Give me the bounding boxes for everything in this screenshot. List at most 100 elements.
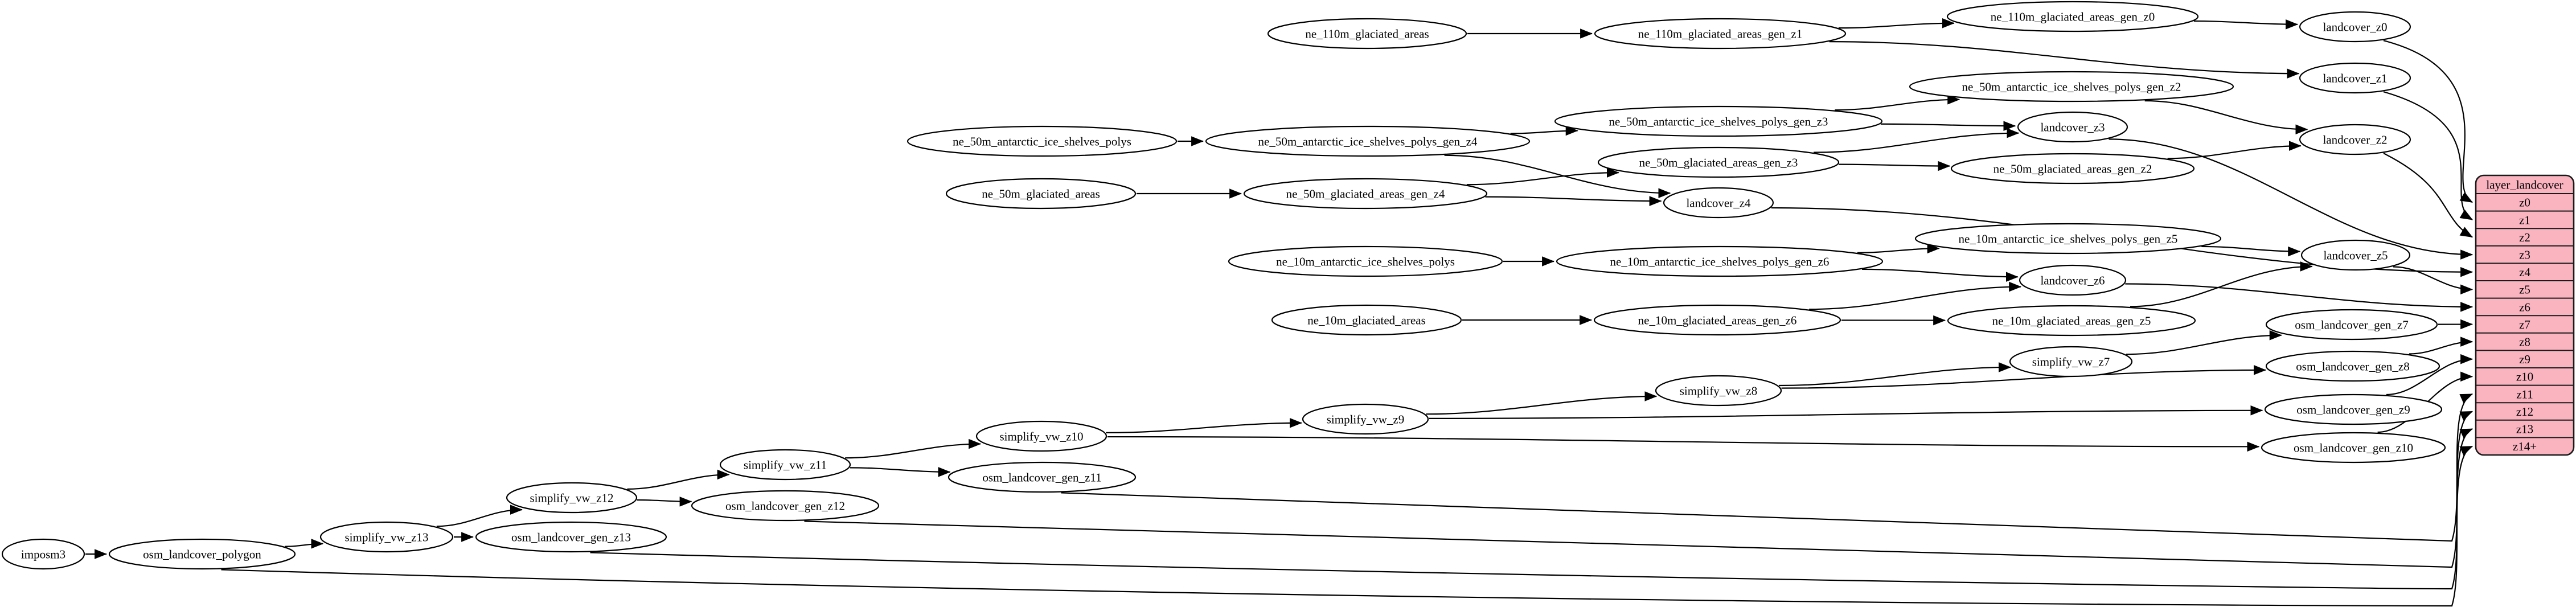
table-row-label: z7	[2519, 318, 2530, 331]
node-simplify_vw_z10: simplify_vw_z10	[975, 420, 1107, 452]
node-ne_10m_antarctic_ice_shelves_polys_gen_z6: ne_10m_antarctic_ice_shelves_polys_gen_z…	[1556, 245, 1884, 277]
table-row-z7: z7	[2519, 318, 2530, 331]
node-landcover_z3: landcover_z3	[2017, 111, 2128, 143]
edge-ne_50m_glaciated_areas_gen_z3-to-ne_50m_glaciated_areas_gen_z2	[1839, 161, 1951, 171]
node-simplify_vw_z13: simplify_vw_z13	[319, 521, 454, 553]
table-row-label: z10	[2516, 370, 2533, 384]
node-label: landcover_z1	[2323, 71, 2387, 85]
node-ellipse	[945, 178, 1137, 210]
node-ne_10m_antarctic_ice_shelves_polys: ne_10m_antarctic_ice_shelves_polys	[1228, 245, 1503, 277]
edge-ne_10m_antarctic_ice_shelves_polys_gen_z6-to-ne_10m_antarctic_ice_shelves_polys_gen_z5	[1857, 243, 1940, 254]
node-ne_50m_glaciated_areas: ne_50m_glaciated_areas	[945, 178, 1137, 210]
node-ellipse	[1597, 146, 1840, 178]
node-ne_50m_antarctic_ice_shelves_polys: ne_50m_antarctic_ice_shelves_polys	[906, 125, 1178, 157]
node-osm_landcover_gen_z9: osm_landcover_gen_z9	[2264, 393, 2443, 425]
node-label: osm_landcover_gen_z13	[511, 530, 631, 544]
node-ellipse	[2019, 264, 2127, 296]
node-label: osm_landcover_gen_z11	[982, 470, 1101, 484]
table-row-z14plus: z14+	[2513, 440, 2537, 453]
table-row-label: z13	[2516, 422, 2533, 436]
node-label: ne_10m_glaciated_areas_gen_z5	[1992, 314, 2151, 327]
node-label: ne_10m_antarctic_ice_shelves_polys	[1276, 255, 1455, 268]
edge-ne_110m_glaciated_areas_gen_z1-to-landcover_z1	[1829, 41, 2300, 79]
node-ellipse	[1554, 105, 1883, 137]
node-ellipse	[1271, 304, 1462, 336]
node-label: simplify_vw_z11	[744, 458, 827, 471]
edge-landcover_z6-to-row-z6	[2125, 283, 2474, 312]
edge-simplify_vw_z8-to-osm_landcover_gen_z8	[1781, 365, 2266, 389]
edge-landcover_z2-to-row-z2	[2383, 153, 2473, 238]
node-osm_landcover_polygon: osm_landcover_polygon	[108, 538, 296, 570]
table-row-z10: z10	[2516, 370, 2533, 384]
node-osm_landcover_gen_z12: osm_landcover_gen_z12	[691, 490, 880, 522]
node-label: ne_50m_antarctic_ice_shelves_polys_gen_z…	[1609, 114, 1828, 128]
node-ellipse	[691, 490, 880, 522]
edge-ne_50m_antarctic_ice_shelves_polys_gen_z2-to-landcover_z2	[2144, 100, 2308, 135]
table-row-label: z8	[2519, 335, 2530, 348]
node-ellipse	[1267, 18, 1467, 50]
node-landcover_z0: landcover_z0	[2299, 11, 2411, 43]
node-label: landcover_z5	[2323, 248, 2388, 262]
node-landcover_z1: landcover_z1	[2299, 62, 2411, 94]
node-ne_50m_glaciated_areas_gen_z2: ne_50m_glaciated_areas_gen_z2	[1950, 153, 2195, 184]
node-ellipse	[2299, 62, 2411, 94]
edge-ne_50m_glaciated_areas_gen_z3-to-landcover_z3	[1814, 128, 2020, 153]
node-simplify_vw_z12: simplify_vw_z12	[506, 482, 638, 514]
node-ne_50m_glaciated_areas_gen_z3: ne_50m_glaciated_areas_gen_z3	[1597, 146, 1840, 178]
edge-osm_landcover_polygon-to-simplify_vw_z13	[285, 539, 324, 549]
table-row-label: z1	[2519, 213, 2530, 227]
node-ne_10m_glaciated_areas_gen_z5: ne_10m_glaciated_areas_gen_z5	[1947, 305, 2196, 337]
node-ne_10m_glaciated_areas: ne_10m_glaciated_areas	[1271, 304, 1462, 336]
node-label: ne_10m_glaciated_areas_gen_z6	[1638, 313, 1797, 327]
node-ellipse	[1950, 153, 2195, 184]
node-label: ne_50m_glaciated_areas	[982, 187, 1100, 200]
edge-ne_50m_antarctic_ice_shelves_polys_gen_z3-to-ne_50m_antarctic_ice_shelves_polys_gen_z2	[1835, 94, 1960, 111]
table-row-label: z11	[2516, 387, 2533, 401]
table-row-z1: z1	[2519, 213, 2530, 227]
node-ellipse	[108, 538, 296, 570]
node-simplify_vw_z11: simplify_vw_z11	[719, 449, 851, 481]
node-ne_110m_glaciated_areas: ne_110m_glaciated_areas	[1267, 18, 1467, 50]
edge-ne_50m_antarctic_ice_shelves_polys_gen_z4-to-landcover_z4	[1444, 154, 1671, 198]
edge-landcover_z1-to-row-z1	[2383, 91, 2473, 220]
node-ellipse	[1594, 18, 1847, 50]
table-row-label: z6	[2519, 300, 2530, 314]
node-label: ne_110m_glaciated_areas_gen_z0	[1991, 10, 2155, 23]
node-ne_50m_antarctic_ice_shelves_polys_gen_z4: ne_50m_antarctic_ice_shelves_polys_gen_z…	[1205, 125, 1531, 157]
table-layer-landcover: layer_landcoverz0z1z2z3z4z5z6z7z8z9z10z1…	[2475, 174, 2575, 456]
node-label: osm_landcover_gen_z10	[2294, 441, 2413, 454]
node-label: landcover_z4	[1686, 196, 1751, 210]
edge-simplify_vw_z9-to-simplify_vw_z8	[1426, 391, 1658, 415]
node-label: ne_50m_glaciated_areas_gen_z3	[1639, 155, 1798, 169]
node-label: ne_10m_antarctic_ice_shelves_polys_gen_z…	[1959, 232, 2178, 245]
node-ellipse	[1909, 71, 2234, 102]
edge-ne_110m_glaciated_areas_gen_z0-to-landcover_z0	[2193, 19, 2299, 30]
edge-landcover_z3-to-row-z3	[2109, 138, 2474, 260]
edge-simplify_vw_z10-to-osm_landcover_gen_z10	[1107, 436, 2260, 452]
node-ellipse	[1556, 245, 1884, 277]
node-landcover_z2: landcover_z2	[2299, 124, 2411, 155]
edge-simplify_vw_z8-to-simplify_vw_z7	[1779, 362, 2012, 387]
node-ellipse	[475, 521, 667, 553]
edge-landcover_z0-to-row-z0	[2383, 40, 2473, 203]
edge-simplify_vw_z12-to-osm_landcover_gen_z12	[637, 497, 692, 507]
node-ellipse	[2300, 239, 2411, 271]
edge-osm_landcover_gen_z8-to-row-z8	[2409, 337, 2474, 355]
node-ne_110m_glaciated_areas_gen_z1: ne_110m_glaciated_areas_gen_z1	[1594, 18, 1847, 50]
node-ellipse	[719, 449, 851, 481]
table-row-label: z3	[2519, 248, 2530, 261]
node-ne_10m_glaciated_areas_gen_z6: ne_10m_glaciated_areas_gen_z6	[1593, 304, 1841, 336]
node-osm_landcover_gen_z11: osm_landcover_gen_z11	[947, 461, 1137, 493]
table-row-z12: z12	[2516, 405, 2533, 419]
node-label: simplify_vw_z12	[530, 491, 614, 505]
table-row-z4: z4	[2519, 265, 2530, 279]
node-label: simplify_vw_z8	[1680, 384, 1758, 397]
table-row-z9: z9	[2519, 352, 2530, 366]
edge-simplify_vw_z7-to-osm_landcover_gen_z7	[2126, 330, 2282, 355]
node-ellipse	[319, 521, 454, 553]
table-row-z0: z0	[2519, 196, 2530, 210]
node-ellipse	[2009, 346, 2133, 378]
table-row-z6: z6	[2519, 300, 2530, 314]
node-label: simplify_vw_z10	[1000, 429, 1084, 443]
table-row-z5: z5	[2519, 283, 2530, 297]
